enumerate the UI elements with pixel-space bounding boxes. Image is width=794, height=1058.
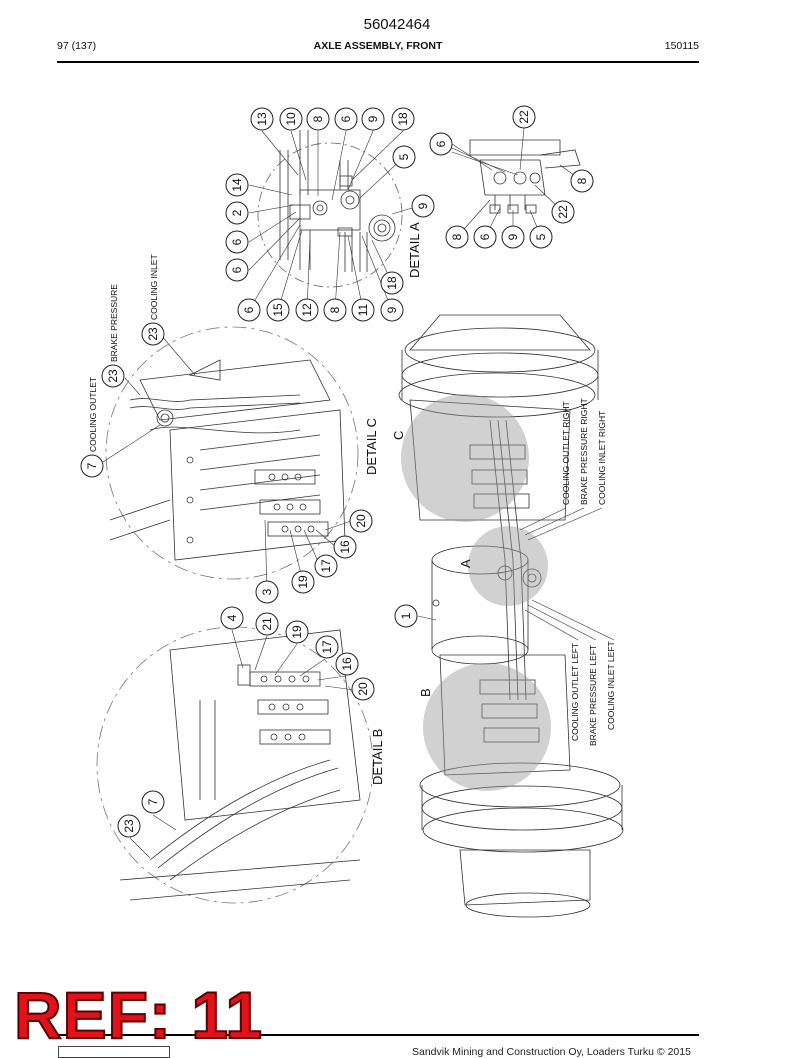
balloon-a-b8: 8	[328, 306, 342, 313]
balloon-group-detail-c: 7 23 23 20 16 17 19 3	[80, 322, 373, 604]
label-cooling-inlet: COOLING INLET	[149, 254, 159, 320]
detail-a-title: DETAIL A	[407, 222, 422, 278]
balloon-c-23-b: 23	[146, 327, 160, 341]
balloon-c-17: 17	[319, 559, 333, 573]
balloon-group-detail-b: 4 21 19 17 16 20 7 23	[117, 606, 375, 838]
label-brake-pressure: BRAKE PRESSURE	[109, 284, 119, 362]
detail-a-letter: A	[458, 559, 473, 568]
balloon-r-8: 8	[575, 177, 589, 184]
footer-copyright: Sandvik Mining and Construction Oy, Load…	[412, 1046, 691, 1058]
balloon-c-20: 20	[354, 514, 368, 528]
detail-a-drawing	[257, 130, 403, 288]
label-brake-pressure-right: BRAKE PRESSURE RIGHT	[579, 398, 589, 505]
balloon-a-14: 14	[230, 178, 244, 192]
balloon-a-b6: 6	[242, 306, 256, 313]
detail-a-highlight	[468, 526, 548, 606]
balloon-c-7: 7	[85, 462, 99, 469]
balloon-main-1: 1	[399, 612, 413, 619]
document-number: 56042464	[363, 16, 431, 33]
balloon-a-8: 8	[311, 115, 325, 122]
balloon-b-20: 20	[356, 682, 370, 696]
label-cooling-outlet-right: COOLING OUTLET RIGHT	[561, 401, 571, 505]
balloon-b-23: 23	[122, 819, 136, 833]
balloon-a-6: 6	[339, 115, 353, 122]
balloon-b-21: 21	[260, 617, 274, 631]
balloon-r-6: 6	[434, 140, 448, 147]
balloon-a-b12: 12	[300, 303, 314, 317]
balloon-r-9: 9	[506, 233, 520, 240]
main-axle-drawing	[398, 314, 624, 918]
label-cooling-outlet-left: COOLING OUTLET LEFT	[570, 643, 580, 741]
page-number: 97 (137)	[57, 40, 97, 52]
detail-b-title: DETAIL B	[370, 729, 385, 785]
detail-b-letter: B	[418, 688, 433, 697]
date-code: 150115	[664, 40, 699, 52]
detail-b-highlight	[423, 663, 551, 791]
balloon-b-7: 7	[146, 798, 160, 805]
ref-stamp: REF: 11	[13, 978, 264, 1052]
balloon-a-6-mid: 6	[230, 238, 244, 245]
label-brake-pressure-left: BRAKE PRESSURE LEFT	[588, 645, 598, 746]
balloon-a-b15: 15	[271, 303, 285, 317]
balloon-c-3: 3	[260, 588, 274, 595]
balloon-a-18: 18	[396, 112, 410, 126]
balloon-a-b9: 9	[385, 306, 399, 313]
balloon-a-2: 2	[230, 209, 244, 216]
balloon-a-b11: 11	[356, 303, 370, 316]
footer-rule	[57, 1034, 699, 1036]
balloon-a-9: 9	[366, 115, 380, 122]
detail-c-letter: C	[391, 431, 406, 440]
axle-assembly-drawing: 13 10 8 6 9 18 5 14 2 6 6 9 6	[80, 105, 624, 918]
balloon-b-17: 17	[320, 640, 334, 654]
page-title: AXLE ASSEMBLY, FRONT	[313, 40, 443, 52]
balloon-main-1-circle	[394, 604, 418, 628]
balloon-a-13: 13	[255, 112, 269, 126]
balloon-r-5: 5	[534, 233, 548, 240]
balloon-c-16: 16	[338, 540, 352, 554]
balloon-b-19: 19	[290, 625, 304, 639]
balloon-r-22-b: 22	[556, 205, 570, 219]
balloon-group-fitting: 6 22 8 22 5 9 6 8	[429, 105, 594, 249]
balloon-b-4: 4	[225, 614, 239, 621]
detail-c-title: DETAIL C	[364, 418, 379, 475]
balloon-r-6-b: 6	[478, 233, 492, 240]
label-cooling-inlet-left: COOLING INLET LEFT	[606, 641, 616, 730]
balloon-a-b18: 18	[385, 276, 399, 290]
detail-c-highlight	[401, 394, 529, 522]
balloon-a-10: 10	[284, 112, 298, 126]
balloon-r-22: 22	[517, 110, 531, 124]
label-cooling-inlet-right: COOLING INLET RIGHT	[597, 411, 607, 505]
balloon-c-23-a: 23	[106, 369, 120, 383]
balloon-a-6-low: 6	[230, 266, 244, 273]
balloon-group-detail-a: 13 10 8 6 9 18 5 14 2 6 6 9 6	[225, 107, 435, 322]
balloon-b-16: 16	[340, 657, 354, 671]
balloon-c-19: 19	[296, 575, 310, 589]
header-rule	[57, 61, 699, 63]
detail-b-drawing	[96, 626, 374, 904]
balloon-r-8-b: 8	[450, 233, 464, 240]
detail-c-drawing	[105, 326, 359, 580]
balloon-a-9-right: 9	[416, 202, 430, 209]
balloon-a-5: 5	[397, 153, 411, 160]
label-cooling-outlet: COOLING OUTLET	[88, 377, 98, 452]
